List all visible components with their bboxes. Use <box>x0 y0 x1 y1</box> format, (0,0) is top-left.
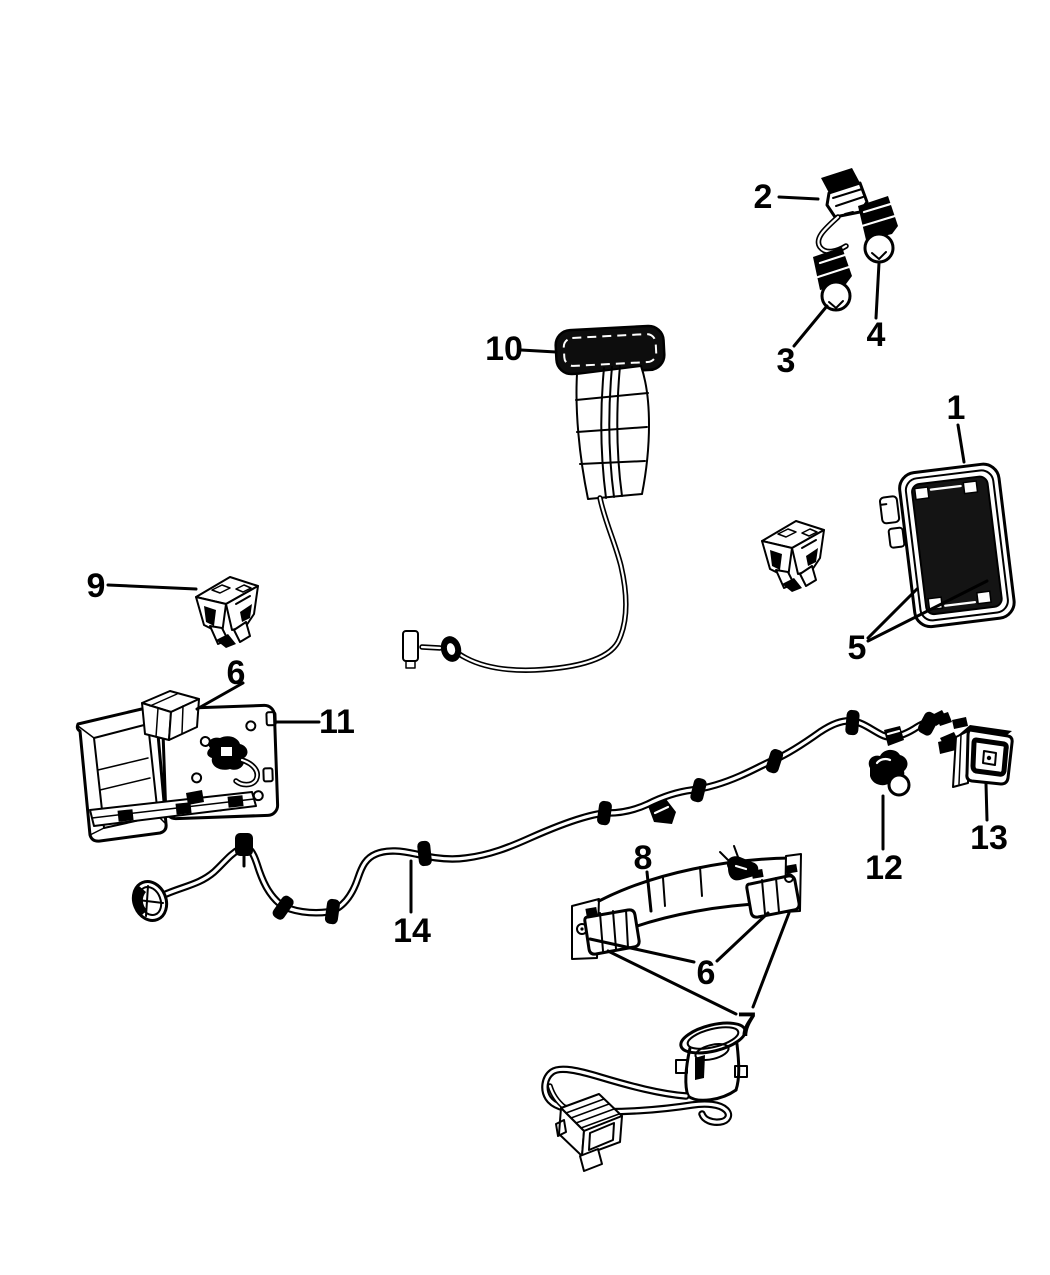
callout-10-center-high-mounted-stop-lamp: 10 <box>485 330 558 368</box>
trailer-tow-connector-part13 <box>936 712 1014 788</box>
tail-lamp-lens <box>911 475 1003 616</box>
tail-lamp-tab <box>878 495 901 525</box>
harness-branch-connector <box>648 799 676 824</box>
bulb-part12 <box>887 773 911 797</box>
license-lamp-housing-left <box>583 907 641 956</box>
leader-line <box>874 261 881 320</box>
leader-line <box>866 587 919 640</box>
lens-screw-boss <box>975 590 992 605</box>
callout-number: 2 <box>754 178 773 216</box>
leader-line <box>106 583 198 591</box>
leader-line <box>645 870 653 913</box>
spare-tire-bracket-part11 <box>75 690 280 843</box>
callout-number: 12 <box>865 849 903 887</box>
callout-5-tail-lamp-screws: 5 <box>848 579 989 667</box>
leader-line <box>588 937 696 964</box>
tail-lamp-bracket-part9 <box>195 576 259 648</box>
leader-line <box>606 949 738 1016</box>
callout-6-license-lamp: 6 <box>588 911 770 992</box>
leader-line <box>984 782 989 822</box>
leader-line <box>519 348 558 354</box>
chmsl-wire-connector <box>402 630 419 662</box>
callout-number: 10 <box>485 330 523 368</box>
license-lamp-part6 <box>141 690 200 741</box>
callout-number: 6 <box>697 954 716 992</box>
leader-line <box>777 195 820 201</box>
callout-6-license-lamp: 6 <box>195 654 246 711</box>
leader-line <box>751 911 791 1009</box>
callout-13-trailer-tow-connector: 13 <box>970 782 1008 857</box>
leader-line <box>195 681 245 711</box>
callout-9-tail-lamp-bracket: 9 <box>87 567 198 605</box>
bulb-socket-part12 <box>868 749 911 797</box>
callout-2-harness-connector: 2 <box>754 178 820 216</box>
tail-lamp-tab <box>887 526 906 549</box>
callout-12-bulb-and-socket: 12 <box>865 794 903 887</box>
callout-number: 1 <box>947 389 966 427</box>
callout-number: 9 <box>87 567 106 605</box>
bar-wiring-clip <box>719 845 759 881</box>
callout-4-bulb-and-socket: 4 <box>867 261 886 354</box>
leader-line <box>866 579 989 643</box>
bulb-socket-part4 <box>858 196 898 264</box>
license-lamp-housing-right <box>745 864 801 919</box>
chmsl-part10 <box>402 324 666 673</box>
callout-number: 3 <box>777 342 796 380</box>
tail-lamp-part1 <box>878 462 1016 629</box>
harness-cable <box>162 717 934 917</box>
lamp-socket-housing-wiring <box>541 1021 748 1172</box>
leader-line <box>715 911 770 963</box>
license-plate-bar-part8 <box>571 845 802 960</box>
callout-number: 11 <box>319 703 355 741</box>
leader-line <box>956 423 966 464</box>
wiring-connector <box>555 1093 623 1172</box>
callout-number: 6 <box>227 654 246 692</box>
callout-number: 7 <box>738 1006 757 1044</box>
chmsl-wire <box>449 495 629 673</box>
tail-lamp-bracket-right <box>761 520 825 593</box>
callout-1-tail-lamp-assembly: 1 <box>947 389 966 464</box>
callout-7-license-lamp-housing: 7 <box>606 911 791 1044</box>
harness-inline-connector <box>884 726 904 746</box>
leader-line <box>792 304 829 348</box>
harness-end-connector <box>131 880 169 922</box>
callout-8-license-plate-lamp-bar: 8 <box>634 839 653 913</box>
callout-14-rear-body-wiring-harness: 14 <box>393 859 431 950</box>
callout-number: 4 <box>867 316 886 354</box>
lens-screw-boss <box>962 480 979 495</box>
lens-screw-boss <box>913 486 930 501</box>
chmsl-lamp <box>554 324 666 376</box>
callout-11-spare-tire-carrier-bracket: 11 <box>273 703 355 741</box>
callout-number: 14 <box>393 912 431 950</box>
callout-number: 13 <box>970 819 1008 857</box>
harness-clips <box>235 709 939 925</box>
callout-3-bulb-and-socket: 3 <box>777 304 829 380</box>
bulb-socket-part3 <box>813 247 852 312</box>
callout-number: 5 <box>848 629 867 667</box>
callout-number: 8 <box>634 839 653 877</box>
